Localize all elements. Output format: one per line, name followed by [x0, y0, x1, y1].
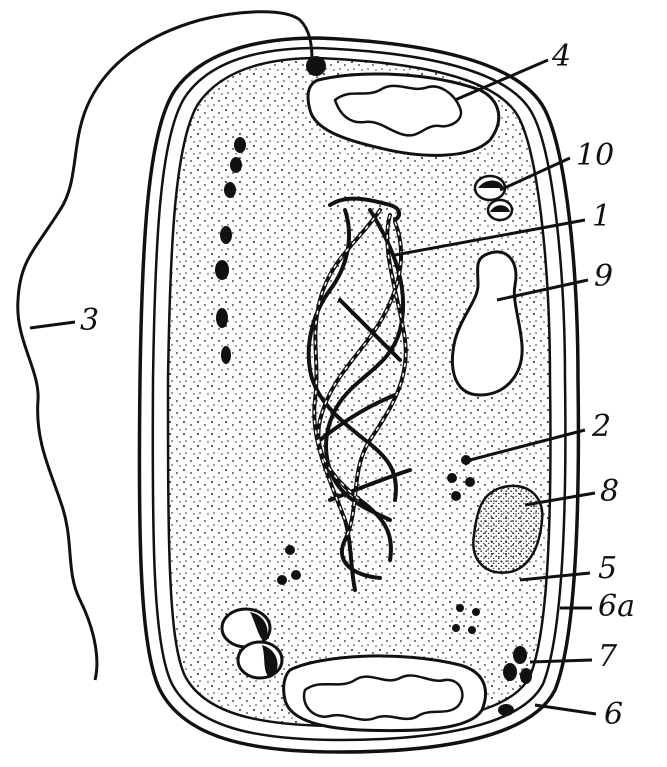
- basal-body: [306, 56, 326, 76]
- label-10: 10: [576, 141, 614, 171]
- label-7: 7: [598, 642, 617, 672]
- label-2: 2: [592, 412, 611, 442]
- label-4: 4: [552, 42, 571, 72]
- label-5: 6: [604, 700, 623, 730]
- label-9: 9: [594, 262, 613, 292]
- label-1: 1: [592, 202, 611, 232]
- label-6: 5: [598, 554, 617, 584]
- label-3: 3: [80, 306, 99, 336]
- label-8: 8: [600, 477, 619, 507]
- label-6a: 6a: [598, 592, 635, 622]
